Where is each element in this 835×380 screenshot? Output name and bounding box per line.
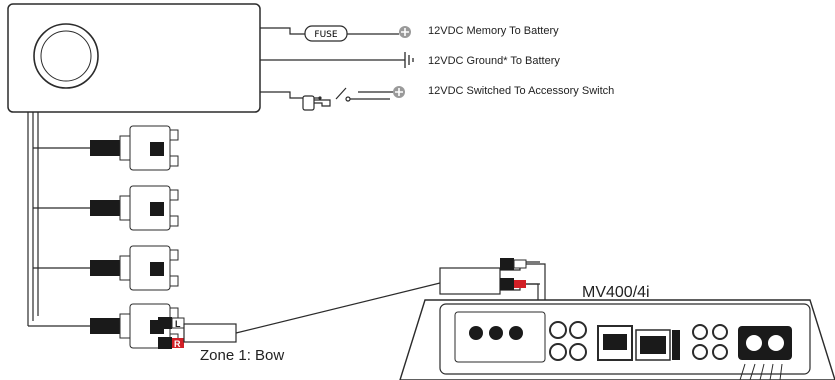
plus-terminal-icon [393, 86, 405, 98]
key-switch-icon [302, 87, 390, 111]
fuse-label: FUSE [314, 30, 337, 40]
plus-terminal-icon [399, 26, 411, 38]
left-tag: L [175, 319, 181, 329]
rca-plug-left: L [158, 317, 185, 329]
rca-connector-group [90, 245, 179, 291]
rca-connector-group [90, 185, 179, 231]
harness-trunk [27, 112, 90, 327]
rca-cable [183, 261, 540, 343]
head-unit [7, 3, 261, 113]
volume-knob-inner [40, 30, 92, 82]
rca-plug-right: R [158, 337, 184, 349]
zone-label: Zone 1: Bow [200, 347, 284, 364]
rca-connector-group [90, 125, 179, 171]
accessory-wire-label: 12VDC Switched To Accessory Switch [428, 85, 614, 97]
fuse-device: FUSE [304, 25, 399, 42]
ground-wire-label: 12VDC Ground* To Battery [428, 55, 560, 67]
ground-symbol-icon [404, 52, 414, 68]
amplifier-model-label: MV400/4i [582, 284, 650, 301]
memory-wire-label: 12VDC Memory To Battery [428, 25, 559, 37]
volume-knob-icon [33, 23, 99, 89]
amplifier [399, 299, 835, 380]
amp-rca-plugs [500, 258, 546, 330]
right-tag: R [174, 339, 181, 349]
